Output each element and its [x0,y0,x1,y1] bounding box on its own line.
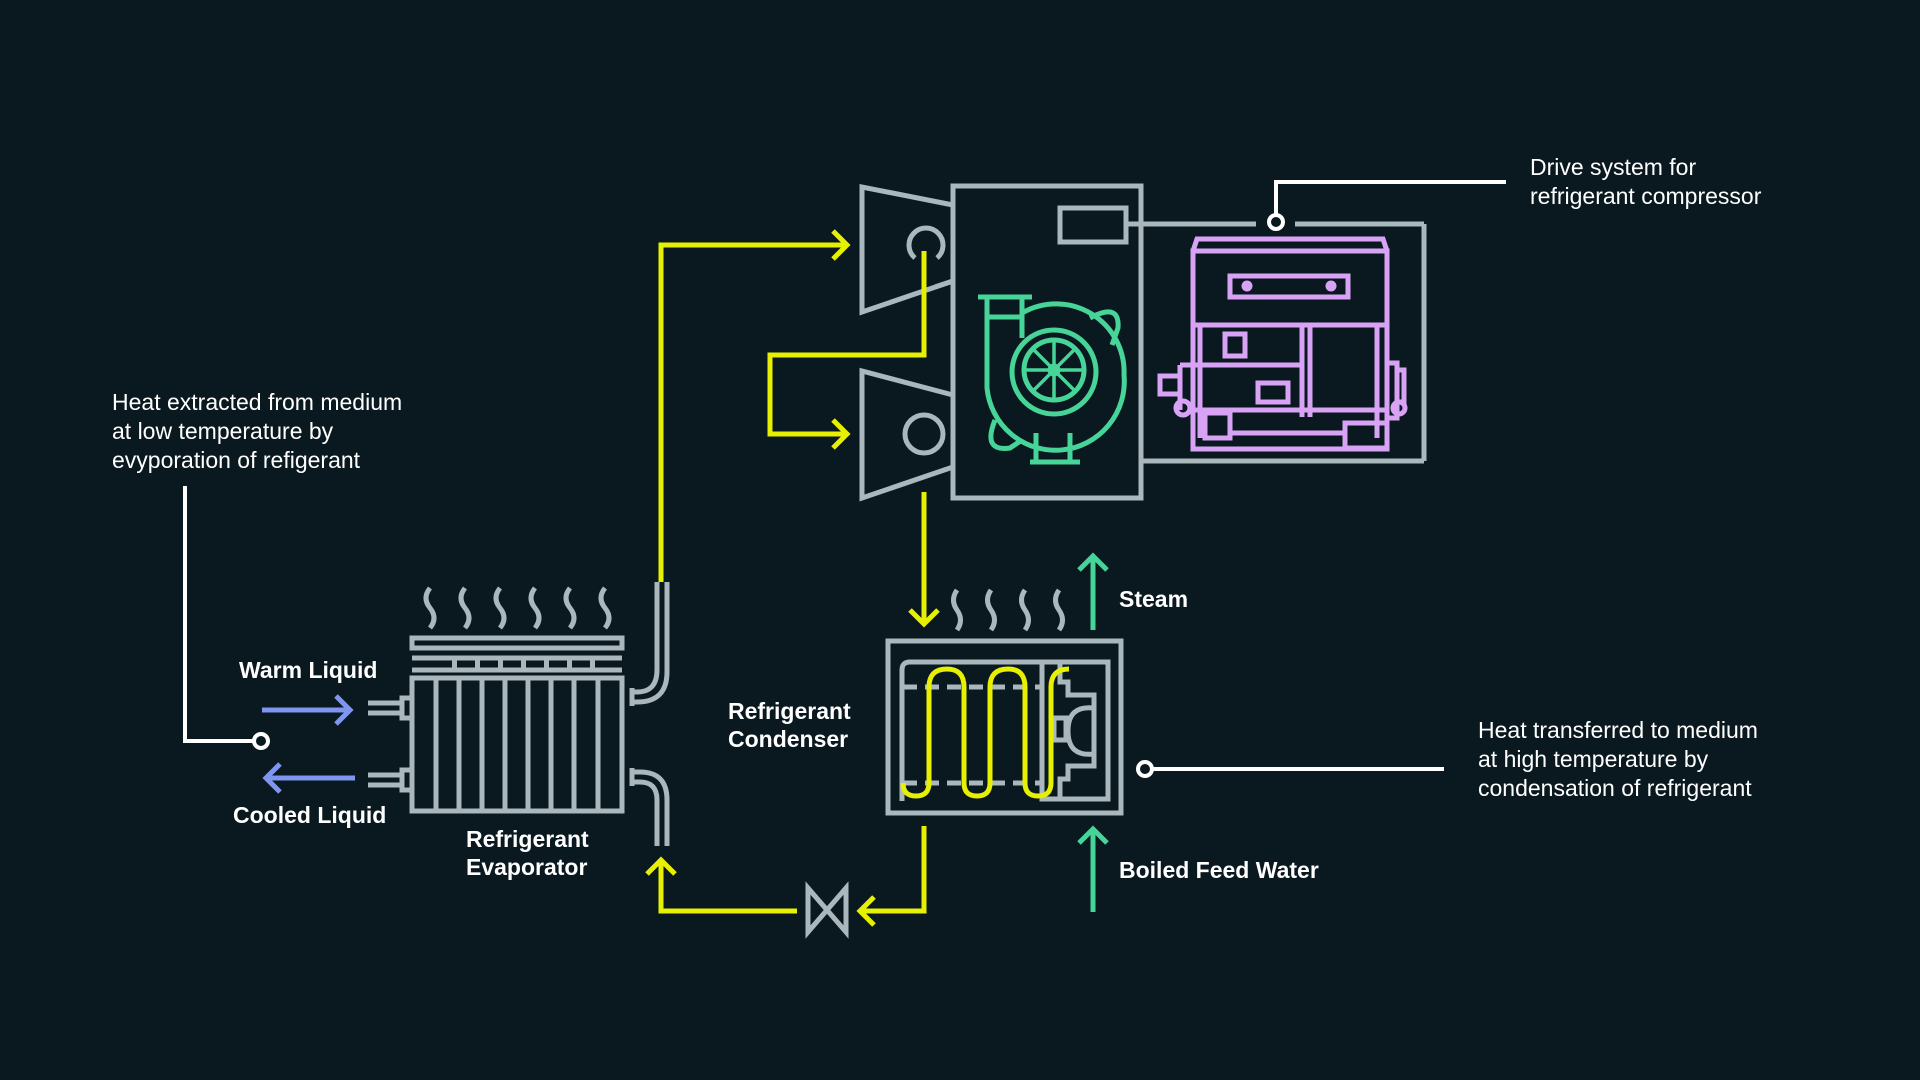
compressor-housing [950,183,1144,501]
compressor-stage-1-inlet-icon [906,225,946,260]
compressor-stage-2 [859,367,954,502]
arrow-right-icon [831,229,851,261]
heat-wave-icon [493,586,507,630]
evaporator-label-line-1: Refrigerant [466,826,589,852]
steam-label: Steam [1119,586,1189,612]
heat-wave-icon [423,586,437,630]
flow-valve-to-evaporator [658,862,797,914]
steam-arrow [1077,552,1109,630]
callout-condensation-line [1136,760,1444,778]
callout-line-2: refrigerant compressor [1530,183,1762,209]
heat-wave-icon [985,588,997,632]
boiled-feed-water-label: Boiled Feed Water [1119,857,1319,883]
callout-line-1: Heat transferred to medium [1478,717,1758,743]
evaporator-label: Refrigerant Evaporator [466,825,589,881]
warm-liquid-label: Warm Liquid [239,657,378,683]
heat-wave-icon [1053,588,1065,632]
cooled-liquid-arrow [262,762,355,794]
callout-drive-system-line [1267,180,1506,231]
heat-wave-icon [528,586,542,630]
condenser-heat-waves [951,588,1065,632]
evaporator-refrigerant-pipes [629,582,670,846]
feed-water-arrow [1077,825,1109,912]
evaporator-top-bar [409,635,625,651]
evaporator-bar-ties [452,658,595,670]
condenser-housing [885,638,1124,816]
arrow-down-icon [908,608,940,628]
condenser [885,588,1124,816]
drive-shaft-frame [1126,221,1427,464]
evaporator-body [409,675,625,814]
callout-condensation: Heat transferred to medium at high tempe… [1478,716,1758,803]
compressor-stage-2-inlet-icon [902,412,946,456]
refrigerant-flow-lines [645,229,940,927]
evaporator-liquid-ports [368,695,415,793]
compressor [859,183,1144,502]
callout-line-3: condensation of refrigerant [1478,775,1752,801]
arrow-up-icon [645,856,677,876]
evaporator-fins [433,678,601,811]
arrow-right-icon [831,418,851,450]
heat-wave-icon [458,586,472,630]
callout-line-2: at high temperature by [1478,746,1709,772]
condenser-label: Refrigerant Condenser [728,697,851,753]
callout-line-1: Drive system for [1530,154,1697,180]
condenser-coil [900,666,1070,799]
arrow-left-icon [856,895,876,927]
flow-evaporator-to-compressor [658,242,847,582]
warm-liquid-arrow [262,694,354,726]
condenser-label-line-2: Condenser [728,726,849,752]
heat-wave-icon [598,586,612,630]
turbo-compressor-icon [978,294,1127,465]
cooled-liquid-label: Cooled Liquid [233,802,387,828]
callout-line-3: evyporation of refigerant [112,447,361,473]
evaporator [368,582,670,846]
heat-wave-icon [1019,588,1031,632]
flow-stage1-to-stage2 [767,251,927,437]
callout-line-2: at low temperature by [112,418,334,444]
heat-wave-icon [563,586,577,630]
callout-line-1: Heat extracted from medium [112,389,403,415]
callout-evaporation: Heat extracted from medium at low temper… [112,388,402,475]
flow-condenser-to-valve [860,826,927,914]
callout-drive-system: Drive system for refrigerant compressor [1530,153,1761,211]
motor-icon [1157,236,1408,452]
valve-icon [805,881,849,939]
callout-evaporation-line [183,486,270,750]
compressor-stage-1 [859,183,954,316]
evaporator-label-line-2: Evaporator [466,854,588,880]
condenser-inner-frame [899,659,1111,802]
evaporator-heat-waves [423,586,612,630]
condenser-label-line-1: Refrigerant [728,698,851,724]
compressor-control-box [1057,205,1129,245]
heat-wave-icon [951,588,963,632]
